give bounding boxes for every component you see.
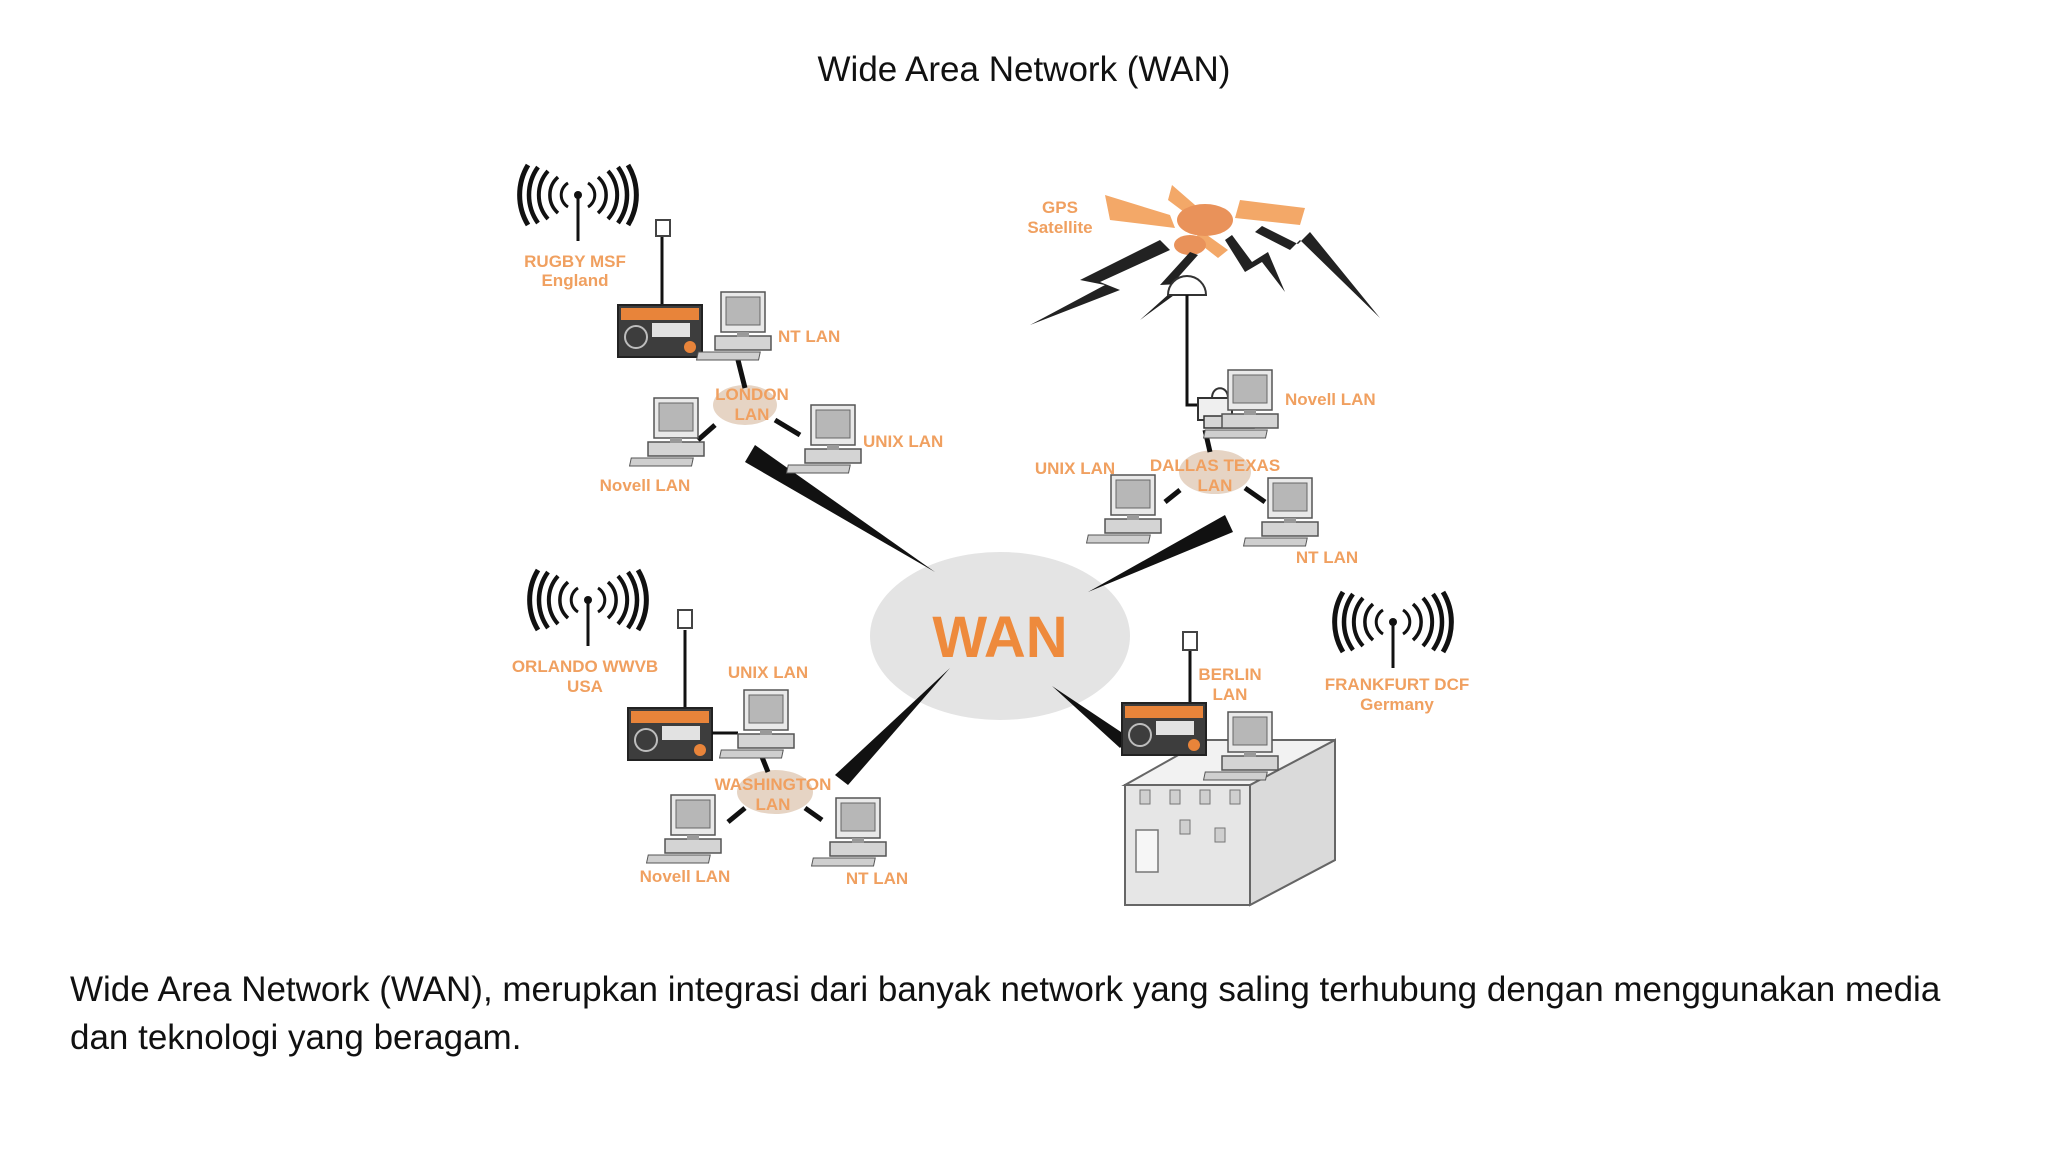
site-dallas: GPS Satellite Novell LAN UNIX LAN DALLAS…: [1027, 185, 1380, 567]
london-gps-antenna-icon: [655, 219, 671, 237]
london-radio-clock-icon: [617, 304, 703, 358]
orlando-label-line1: ORLANDO WWVB: [512, 657, 658, 676]
washington-novell-pc-icon: [645, 794, 722, 864]
wan-cloud: [870, 552, 1130, 720]
washington-nt-lan-label: NT LAN: [846, 869, 908, 888]
orlando-antenna-icon: [530, 570, 647, 646]
signal-bolt-right: [1225, 235, 1285, 292]
washington-hub: [737, 770, 813, 814]
orlando-label-line2: USA: [567, 677, 603, 696]
dallas-unix-lan-label: UNIX LAN: [1035, 459, 1115, 478]
washington-nt-pc-icon: [810, 797, 887, 867]
slide-title: Wide Area Network (WAN): [817, 50, 1231, 89]
london-unix-lan-label: UNIX LAN: [863, 432, 943, 451]
site-washington: ORLANDO WWVB USA UNIX LAN WASHINGTON LAN…: [512, 570, 908, 888]
washington-gps-antenna-icon: [677, 609, 693, 629]
washington-unix-lan-label: UNIX LAN: [728, 663, 808, 682]
signal-bolt-mid: [1140, 252, 1198, 320]
gps-satellite-icon: [1105, 185, 1305, 258]
frankfurt-antenna-icon: [1335, 592, 1452, 668]
london-nt-lan-label: NT LAN: [778, 327, 840, 346]
dallas-unix-pc-icon: [1085, 474, 1162, 544]
london-hub-label-line2: LAN: [735, 405, 770, 424]
rugby-label-line2: England: [541, 271, 608, 290]
washington-hub-label-line2: LAN: [756, 795, 791, 814]
dallas-nt-lan-label: NT LAN: [1296, 548, 1358, 567]
gps-label-line2: Satellite: [1027, 218, 1092, 237]
frankfurt-label-line1: FRANKFURT DCF: [1325, 675, 1469, 694]
washington-radio-clock-icon: [627, 707, 713, 761]
washington-novell-lan-label: Novell LAN: [640, 867, 731, 886]
frankfurt-label-line2: Germany: [1360, 695, 1434, 714]
signal-bolt-far-right: [1255, 226, 1380, 318]
london-hub-label-line1: LONDON: [715, 385, 789, 404]
london-hub: [713, 385, 777, 425]
london-novell-pc-icon: [628, 397, 705, 467]
london-unix-pc-icon: [785, 404, 862, 474]
site-berlin: BERLIN LAN FRANKFURT DCF Germany: [1121, 592, 1469, 907]
berlin-hub-label-line2: LAN: [1213, 685, 1248, 704]
london-nt-pc-icon: [695, 291, 772, 361]
berlin-radio-clock-icon: [1121, 702, 1207, 756]
dallas-hub-label-line2: LAN: [1198, 476, 1233, 495]
dallas-hub: [1179, 450, 1251, 494]
rugby-antenna-icon: [520, 165, 637, 241]
washington-hub-label-line1: WASHINGTON: [715, 775, 832, 794]
gps-label-line1: GPS: [1042, 198, 1078, 217]
london-novell-lan-label: Novell LAN: [600, 476, 691, 495]
site-london: RUGBY MSF England NT LAN LONDON LAN UNIX…: [520, 165, 943, 495]
rugby-label-line1: RUGBY MSF: [524, 252, 626, 271]
link-dallas: [1088, 515, 1233, 592]
washington-unix-pc-icon: [718, 689, 795, 759]
wan-label: WAN: [932, 605, 1067, 670]
signal-bolt-left: [1030, 240, 1170, 325]
building-icon: [1121, 738, 1336, 907]
link-washington: [835, 668, 950, 785]
dallas-hub-label-line1: DALLAS TEXAS: [1150, 456, 1280, 475]
dallas-novell-lan-label: Novell LAN: [1285, 390, 1376, 409]
berlin-hub-label-line1: BERLIN: [1198, 665, 1261, 684]
dallas-nt-pc-icon: [1242, 477, 1319, 547]
dallas-dish-icon: [1166, 275, 1208, 296]
link-berlin: [1052, 686, 1130, 748]
berlin-gps-antenna-icon: [1182, 631, 1198, 651]
link-london: [745, 445, 935, 572]
slide-caption: Wide Area Network (WAN), merupkan integr…: [70, 970, 1941, 1057]
